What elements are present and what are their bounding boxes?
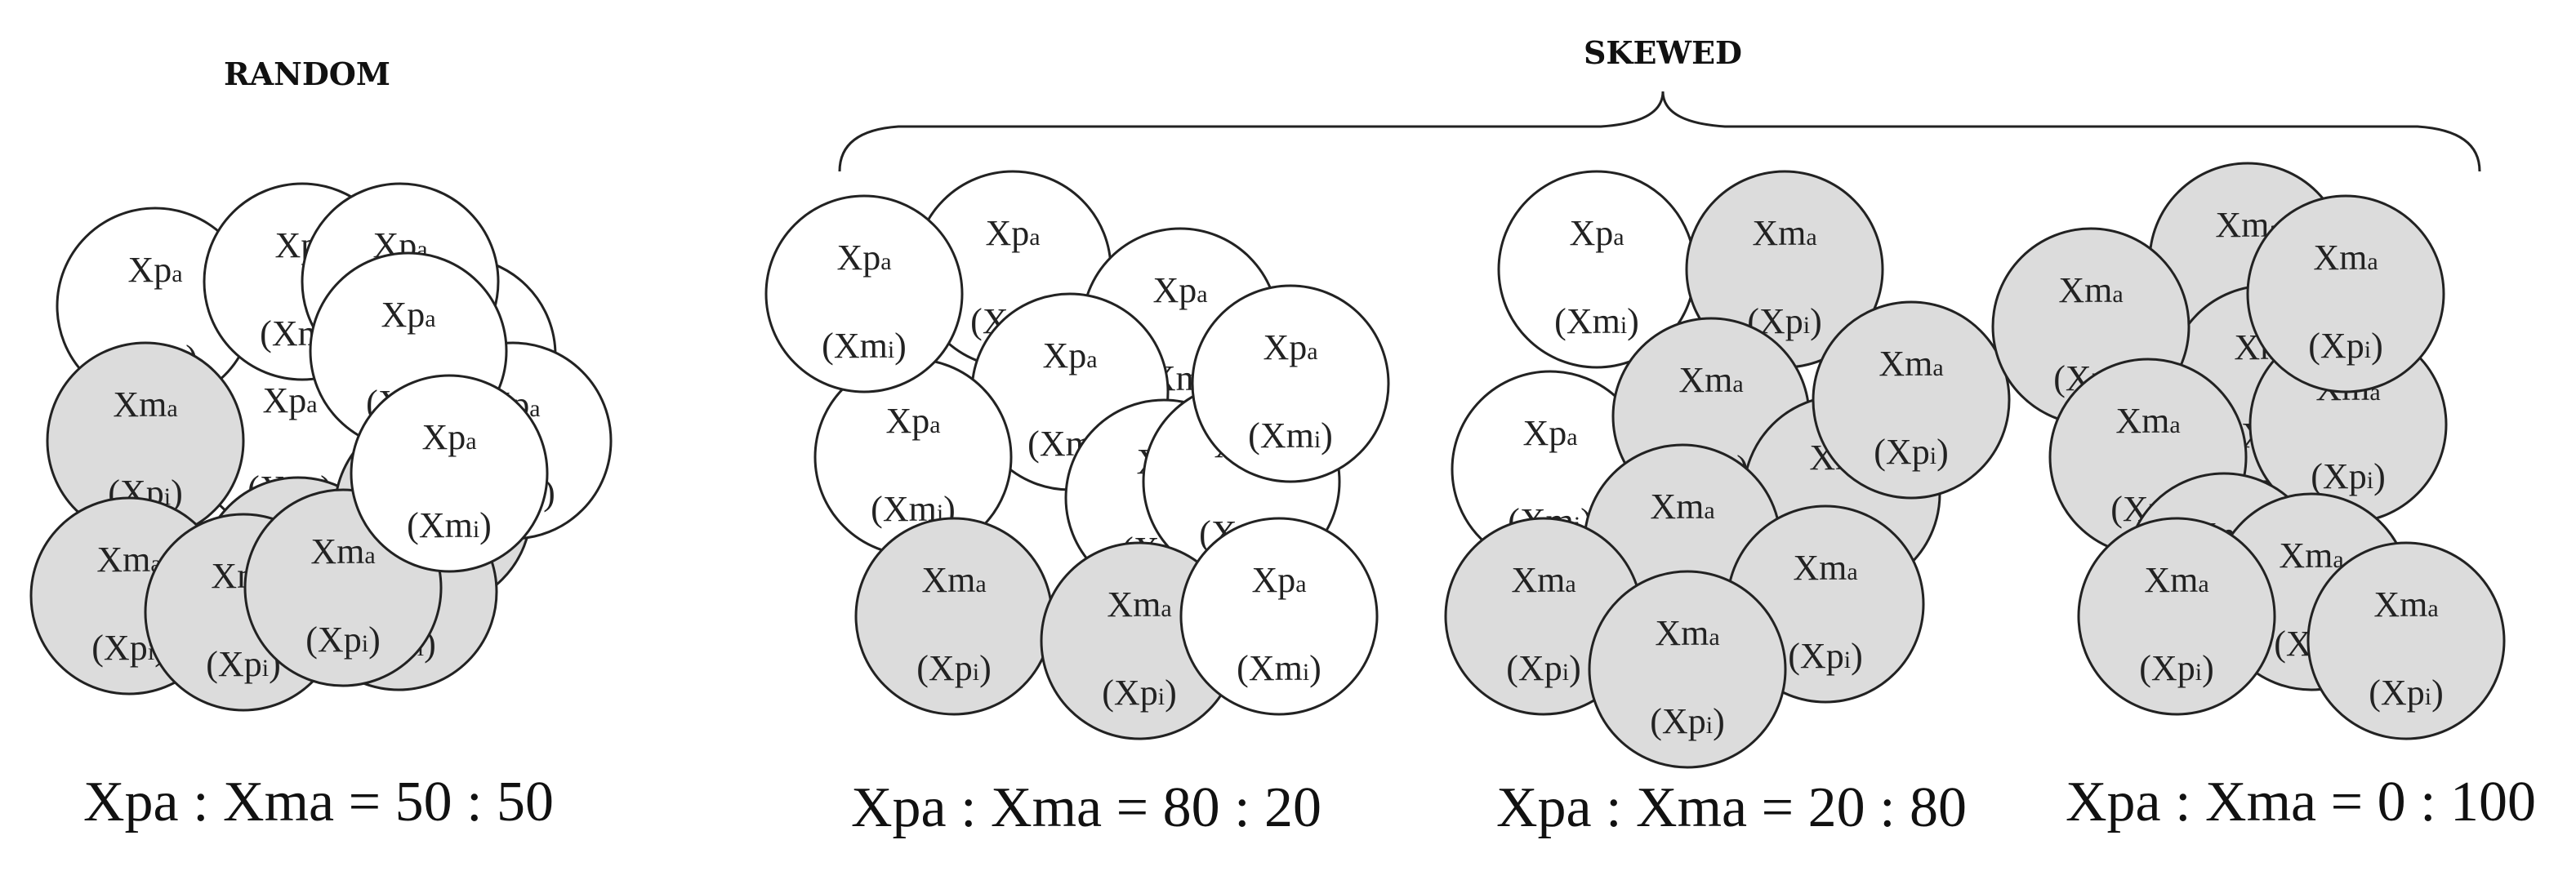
particle-top-label: Xma <box>1879 344 1943 384</box>
ratio-random: Xpa : Xma = 50 : 50 <box>83 771 554 833</box>
particle-bottom-label: (Xpi) <box>2311 456 2385 496</box>
xma-particle: Xma (Xpi) <box>1812 300 2011 500</box>
particle-circle <box>2306 541 2506 740</box>
xma-particle: Xma (Xpi) <box>1588 570 1787 769</box>
particle-top-label: Xma <box>113 384 177 424</box>
skewed-header: SKEWED <box>1584 34 1742 71</box>
particle-bottom-label: (Xmi) <box>407 505 492 545</box>
ratio-80-20: Xpa : Xma = 80 : 20 <box>851 776 1321 839</box>
particle-top-label: Xpa <box>1263 327 1317 367</box>
particle-top-label: Xpa <box>381 295 435 335</box>
particle-top-label: Xma <box>310 531 375 571</box>
particle-top-label: Xpa <box>1042 336 1097 376</box>
particle-top-label: Xpa <box>885 401 940 441</box>
particle-bottom-label: (Xpi) <box>206 644 280 684</box>
particle-bottom-label: (Xpi) <box>1874 432 1948 472</box>
xpa-particle: Xpa (Xmi) <box>1497 170 1696 369</box>
xpa-particle: Xpa (Xmi) <box>1179 517 1379 716</box>
skewed-20-80-group: Xpa(Xmi)Xpa(Xmi)Xma(Xpi)Xma(Xpi)Xma(Xpi)… <box>1444 170 2011 769</box>
particle-top-label: Xma <box>96 540 161 580</box>
skewed-0-100-group: Xma(Xpi)Xma(Xpi)Xma(Xpi)Xma(Xpi)Xma(Xpi)… <box>1991 162 2506 740</box>
particle-top-label: Xma <box>1650 487 1714 527</box>
xpa-particle: Xpa (Xmi) <box>350 374 549 573</box>
xma-particle: Xma (Xpi) <box>2077 517 2276 716</box>
xpa-particle: Xpa (Xmi) <box>764 194 964 393</box>
particle-circle <box>2077 517 2276 716</box>
particle-top-label: Xpa <box>262 380 317 420</box>
particle-top-label: Xma <box>1511 560 1575 600</box>
particle-top-label: Xma <box>2144 560 2208 600</box>
particle-bottom-label: (Xpi) <box>1102 673 1176 713</box>
xpa-particle: Xpa (Xmi) <box>1191 284 1390 483</box>
particle-top-label: Xma <box>921 560 986 600</box>
particle-circle <box>1812 300 2011 500</box>
particle-bottom-label: (Xpi) <box>1506 648 1580 688</box>
particle-bottom-label: (Xpi) <box>2139 648 2213 688</box>
particle-top-label: Xpa <box>1152 270 1207 310</box>
particle-top-label: Xma <box>1793 548 1857 588</box>
skewed-brace <box>838 91 2481 172</box>
random-header: RANDOM <box>224 56 390 92</box>
particle-top-label: Xpa <box>1251 560 1306 600</box>
particle-top-label: Xma <box>1752 213 1816 253</box>
particle-circle <box>1179 517 1379 716</box>
particle-bottom-label: (Xpi) <box>1788 636 1862 676</box>
particle-bottom-label: (Xmi) <box>822 326 907 366</box>
ratio-20-80: Xpa : Xma = 20 : 80 <box>1496 776 1967 839</box>
particle-top-label: Xma <box>2373 584 2438 624</box>
particle-circle <box>1588 570 1787 769</box>
particle-circle <box>1191 284 1390 483</box>
particle-top-label: Xma <box>1678 360 1743 400</box>
particle-bottom-label: (Xpi) <box>2369 673 2443 713</box>
particle-top-label: Xpa <box>1569 213 1624 253</box>
particle-top-label: Xma <box>2058 270 2123 310</box>
particle-top-label: Xpa <box>127 250 182 290</box>
particle-circle <box>350 374 549 573</box>
particle-bottom-label: (Xpi) <box>2308 326 2382 366</box>
particle-top-label: Xpa <box>985 213 1040 253</box>
ratio-0-100: Xpa : Xma = 0 : 100 <box>2066 771 2536 833</box>
particle-bottom-label: (Xmi) <box>1237 648 1321 688</box>
particle-top-label: Xma <box>2115 401 2180 441</box>
particle-top-label: Xma <box>1107 584 1171 624</box>
particle-bottom-label: (Xmi) <box>1554 301 1639 341</box>
xma-particle: Xma (Xpi) <box>854 517 1054 716</box>
particle-circle <box>2246 194 2445 393</box>
xma-particle: Xma (Xpi) <box>2306 541 2506 740</box>
skewed-80-20-group: Xpa(Xmi)Xpa(Xmi)Xpa(Xmi)Xpa(Xmi)Xpa(Xmi)… <box>764 170 1390 740</box>
random-group: Xpa(Xmi)Xpa(Xmi)Xpa(Xmi)Xpa(Xmi)Xma(Xpi)… <box>29 182 613 712</box>
particle-bottom-label: (Xpi) <box>1650 701 1724 741</box>
particle-top-label: Xpa <box>836 238 891 278</box>
particle-top-label: Xma <box>2313 238 2378 278</box>
particle-top-label: Xpa <box>421 417 476 457</box>
particle-bottom-label: (Xpi) <box>305 620 380 660</box>
xma-particle: Xma (Xpi) <box>2246 194 2445 393</box>
particle-top-label: Xma <box>2279 536 2343 576</box>
particle-bottom-label: (Xpi) <box>916 648 991 688</box>
particle-circle <box>764 194 964 393</box>
particle-bottom-label: (Xmi) <box>1248 416 1333 456</box>
particle-top-label: Xpa <box>1522 413 1577 453</box>
xma-particle: Xma(Xpi) <box>1685 170 1884 369</box>
particle-top-label: Xma <box>1655 613 1719 653</box>
